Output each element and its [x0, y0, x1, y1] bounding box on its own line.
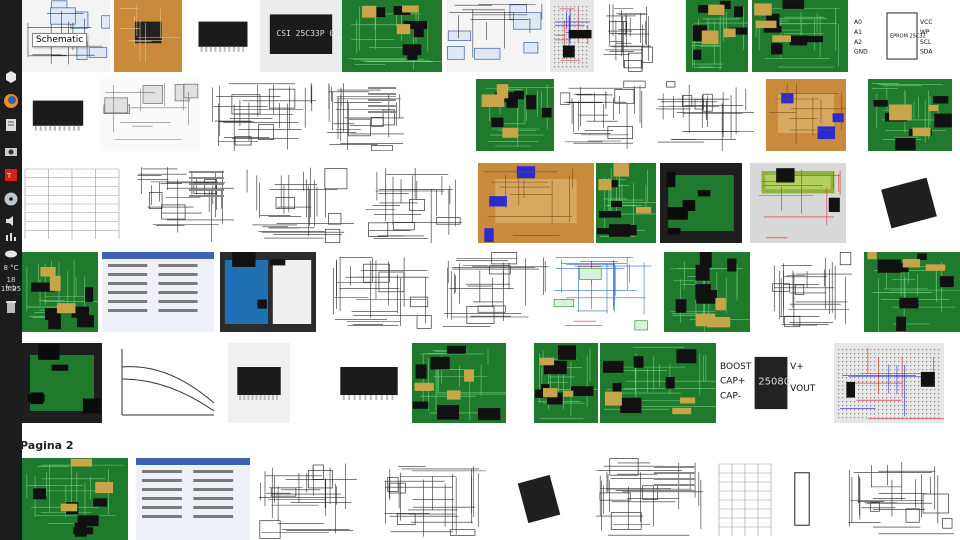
image-thumbnail[interactable]: CSI 25C33P 0220A: [260, 0, 342, 72]
taskbar: T 8 °C 18 feb 15:25: [0, 0, 22, 540]
image-thumbnail[interactable]: [868, 79, 952, 151]
svg-text:SCL: SCL: [920, 39, 932, 46]
image-thumbnail[interactable]: [664, 252, 750, 332]
image-thumbnail[interactable]: [440, 252, 550, 332]
svg-text:A0: A0: [854, 19, 862, 26]
image-thumbnail[interactable]: [550, 0, 594, 72]
image-thumbnail[interactable]: [102, 252, 214, 332]
time-label: 15:25: [0, 285, 22, 293]
image-thumbnail[interactable]: [766, 79, 846, 151]
image-thumbnail[interactable]: [254, 458, 370, 540]
image-thumbnail[interactable]: [600, 0, 656, 72]
svg-text:BOOST: BOOST: [720, 362, 752, 372]
image-thumbnail[interactable]: [362, 163, 466, 243]
pdf-icon[interactable]: T: [2, 166, 20, 184]
image-thumbnail[interactable]: [100, 79, 200, 151]
svg-text:A1: A1: [854, 29, 862, 36]
image-thumbnail[interactable]: [862, 163, 956, 243]
image-thumbnail[interactable]: [716, 458, 774, 540]
image-thumbnail[interactable]: [328, 252, 432, 332]
image-thumbnail[interactable]: [864, 252, 960, 332]
svg-text:VCC: VCC: [920, 19, 932, 26]
image-thumbnail[interactable]: [116, 343, 220, 423]
image-thumbnail[interactable]: [844, 458, 954, 540]
image-thumbnail[interactable]: [328, 343, 410, 423]
camera-icon[interactable]: [2, 142, 20, 160]
image-thumbnail[interactable]: [686, 0, 748, 72]
image-thumbnail[interactable]: [752, 0, 848, 72]
firefox-icon[interactable]: [2, 92, 20, 110]
temperature-label: 8 °C: [3, 264, 19, 272]
svg-text:A2: A2: [854, 39, 862, 46]
image-thumbnail[interactable]: [324, 79, 404, 151]
svg-text:VOUT: VOUT: [790, 384, 816, 394]
image-thumbnail[interactable]: [652, 79, 754, 151]
image-thumbnail[interactable]: [534, 343, 598, 423]
image-thumbnail[interactable]: [778, 458, 826, 540]
svg-text:WP: WP: [920, 29, 930, 36]
image-thumbnail[interactable]: [506, 458, 572, 540]
image-thumbnail[interactable]: [446, 0, 546, 72]
image-thumbnail[interactable]: [750, 163, 846, 243]
svg-text:EPROM 25C32: EPROM 25C32: [890, 33, 926, 39]
page-section-label: Pagina 2: [20, 439, 74, 452]
image-thumbnail[interactable]: [478, 163, 594, 243]
image-thumbnail[interactable]: [590, 458, 706, 540]
weather-icon[interactable]: [2, 244, 20, 262]
image-thumbnail[interactable]: [22, 252, 98, 332]
notes-icon[interactable]: [2, 116, 20, 134]
image-thumbnail[interactable]: [228, 343, 290, 423]
svg-text:CSI 25C33P 0220A: CSI 25C33P 0220A: [276, 29, 342, 38]
image-thumbnail[interactable]: [476, 79, 554, 151]
trash-icon[interactable]: [2, 298, 20, 316]
image-thumbnail[interactable]: [208, 79, 316, 151]
image-thumbnail[interactable]: [660, 163, 742, 243]
svg-text:V+: V+: [790, 362, 804, 372]
image-thumbnail[interactable]: [560, 79, 646, 151]
image-thumbnail[interactable]: [22, 458, 128, 540]
image-thumbnail[interactable]: [412, 343, 506, 423]
image-thumbnail[interactable]: [342, 0, 442, 72]
volume-icon[interactable]: [2, 212, 20, 230]
svg-text:CAP+: CAP+: [720, 377, 745, 387]
image-thumbnail[interactable]: [596, 163, 656, 243]
network-icon[interactable]: [2, 228, 20, 246]
image-thumbnail[interactable]: [220, 252, 316, 332]
app-icon-white[interactable]: [2, 68, 20, 86]
image-thumbnail[interactable]: [136, 458, 250, 540]
image-thumbnail[interactable]: [22, 163, 122, 243]
image-thumbnail[interactable]: [22, 79, 94, 151]
cd-icon[interactable]: [2, 190, 20, 208]
image-thumbnail[interactable]: [134, 163, 234, 243]
image-thumbnail[interactable]: [768, 252, 852, 332]
image-thumbnail[interactable]: [550, 252, 654, 332]
image-thumbnail[interactable]: [188, 0, 258, 72]
date-label: 18 feb: [5, 276, 17, 292]
svg-text:GND: GND: [854, 49, 868, 56]
image-thumbnail[interactable]: [22, 343, 102, 423]
image-thumbnail[interactable]: [834, 343, 944, 423]
svg-text:T: T: [6, 172, 12, 180]
svg-text:CAP-: CAP-: [720, 391, 741, 401]
image-thumbnail[interactable]: [242, 163, 354, 243]
tooltip: Schematic: [32, 33, 88, 47]
svg-text:SDA: SDA: [920, 49, 933, 56]
image-thumbnail[interactable]: [600, 343, 716, 423]
image-thumbnail[interactable]: [378, 458, 486, 540]
svg-text:25080: 25080: [758, 377, 790, 388]
image-thumbnail[interactable]: [114, 0, 182, 72]
